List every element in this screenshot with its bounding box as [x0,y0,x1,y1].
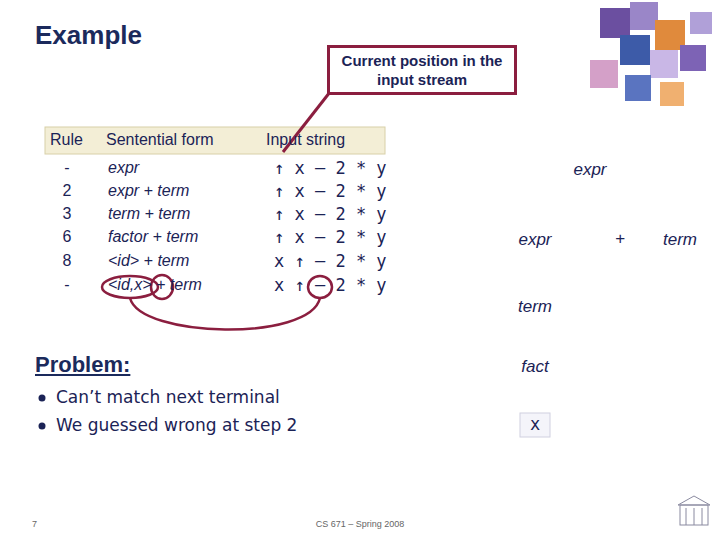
rule-number: 6 [48,228,86,246]
tree-node-label: expr [560,160,620,180]
tree-node-label: expr [505,230,565,250]
sentential-form: expr + term [108,182,189,200]
input-string: ↑ x – 2 * y [274,227,387,247]
table-header-band [45,127,385,154]
column-header: Sentential form [106,131,214,149]
mismatch-link [130,298,320,330]
tree-leaf-label: x [515,414,555,434]
callout-text: Current position in the input stream [330,51,514,89]
input-string: ↑ x – 2 * y [274,181,387,201]
rule-number: - [48,159,86,177]
tree-node-label: + [600,229,640,249]
rule-number: 2 [48,182,86,200]
sentential-form: term + term [108,205,190,223]
tree-node-label: fact [505,357,565,377]
sentential-form: expr [108,159,139,177]
sentential-form: <id,x> + term [108,276,202,294]
callout-box: Current position in the input stream [327,45,517,95]
footer-text: CS 671 – Spring 2008 [280,519,440,529]
bullet [39,423,46,430]
callout-content: Current position in the input stream [330,51,514,89]
input-string: ↑ x – 2 * y [274,158,387,178]
cube-logo [590,2,712,106]
bullet-text: Can’t match next terminal [56,387,280,407]
rule-number: 3 [48,205,86,223]
bullet [39,395,46,402]
bullet-text: We guessed wrong at step 2 [56,415,297,435]
rule-number: - [48,276,86,294]
input-string: x ↑ – 2 * y [274,251,387,271]
problem-heading: Problem: [35,352,130,378]
rule-number: 8 [48,252,86,270]
slide-title: Example [35,20,142,51]
column-header: Rule [50,131,83,149]
university-logo [678,496,710,525]
input-string: x ↑ – 2 * y [274,275,387,295]
input-string: ↑ x – 2 * y [274,204,387,224]
page-number: 7 [32,519,37,529]
tree-node-label: term [650,230,710,250]
sentential-form: <id> + term [108,252,189,270]
column-header: Input string [266,131,345,149]
tree-node-label: term [505,297,565,317]
sentential-form: factor + term [108,228,198,246]
